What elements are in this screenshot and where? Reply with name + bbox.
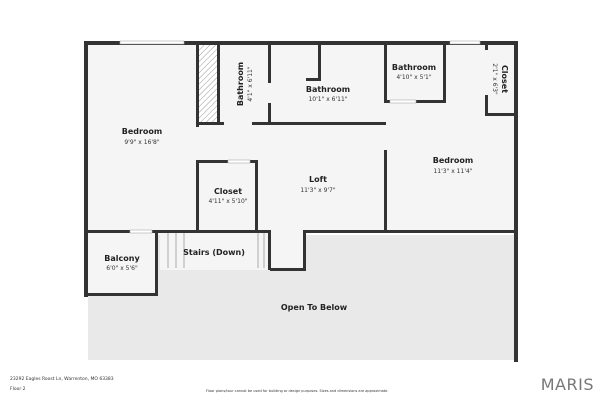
svg-text:Closet: Closet — [500, 65, 509, 93]
room-bathroom-b: Bathroom 10'1" x 6'11" — [306, 85, 350, 103]
room-bedroom-right: Bedroom 11'3" x 11'4" — [433, 156, 474, 175]
floor-label: Floor 2 — [10, 387, 26, 392]
svg-text:11'3" x 9'7": 11'3" x 9'7" — [300, 187, 336, 194]
svg-text:Balcony: Balcony — [104, 254, 140, 263]
maris-logo: MARIS — [540, 375, 594, 394]
svg-text:6'0" x 5'6": 6'0" x 5'6" — [106, 265, 138, 272]
windows — [119, 40, 481, 234]
chimney-hatch — [199, 45, 217, 123]
svg-text:4'1" x 6'11": 4'1" x 6'11" — [247, 66, 254, 102]
room-bathroom-a: Bathroom 4'1" x 6'11" — [236, 62, 254, 106]
svg-text:Bedroom: Bedroom — [433, 156, 474, 165]
walls — [84, 41, 518, 362]
room-stairs: Stairs (Down) — [183, 248, 245, 257]
address: 23292 Eagles Roost Ln, Warrenton, MO 633… — [10, 377, 114, 382]
room-bedroom-left: Bedroom 9'9" x 16'8" — [122, 127, 163, 146]
stairs — [167, 233, 265, 268]
svg-text:Bathroom: Bathroom — [392, 63, 436, 72]
svg-text:Bedroom: Bedroom — [122, 127, 163, 136]
svg-text:Bathroom: Bathroom — [236, 62, 245, 106]
svg-text:9'9" x 16'8": 9'9" x 16'8" — [124, 139, 160, 146]
svg-text:Loft: Loft — [309, 175, 327, 184]
svg-text:2'1" x 6'3": 2'1" x 6'3" — [491, 63, 498, 95]
room-loft: Loft 11'3" x 9'7" — [300, 175, 336, 194]
svg-text:Closet: Closet — [214, 187, 242, 196]
disclaimer: Floor plans/tour cannot be used for buil… — [206, 389, 389, 393]
svg-text:Bathroom: Bathroom — [306, 85, 350, 94]
svg-text:4'11" x 5'10": 4'11" x 5'10" — [208, 198, 247, 205]
room-bathroom-c: Bathroom 4'10" x 5'1" — [392, 63, 436, 81]
svg-text:10'1" x 6'11": 10'1" x 6'11" — [308, 96, 347, 103]
svg-text:4'10" x 5'1": 4'10" x 5'1" — [396, 74, 432, 81]
room-balcony: Balcony 6'0" x 5'6" — [104, 254, 140, 272]
room-closet-mid: Closet 4'11" x 5'10" — [208, 187, 247, 205]
room-closet-right: Closet 2'1" x 6'3" — [491, 63, 509, 95]
upper-floor — [86, 43, 516, 233]
room-open-below: Open To Below — [281, 303, 348, 312]
svg-text:11'3" x 11'4": 11'3" x 11'4" — [433, 168, 472, 175]
